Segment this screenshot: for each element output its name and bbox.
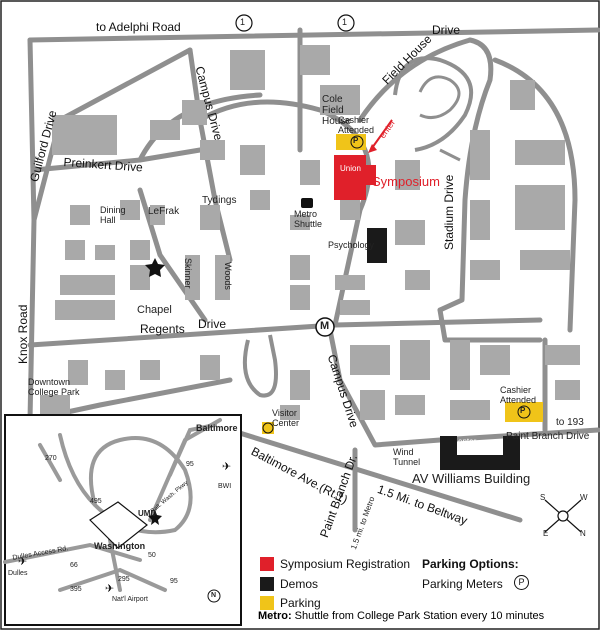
- compass-w: W: [580, 493, 588, 502]
- label-dining-hall: Dining Hall: [100, 205, 126, 225]
- label-paint-branch-drive: Paint Branch Drive: [506, 431, 590, 442]
- regents-drive: [27, 317, 543, 348]
- metro-m-label: M: [320, 320, 330, 332]
- label-av-williams: AV Williams Building: [412, 471, 531, 486]
- legend-swatch-parking: [260, 596, 274, 610]
- metro-note: Metro: Shuttle from College Park Station…: [258, 610, 544, 622]
- inset-baltimore: Baltimore: [196, 423, 238, 433]
- inset-route-495: 495: [90, 498, 102, 505]
- inset-bwi: BWI: [218, 483, 232, 490]
- inset-route-50: 50: [148, 552, 156, 559]
- inset-route-95: 95: [170, 578, 178, 585]
- compass-n: N: [580, 529, 586, 538]
- parking-symbol: [262, 422, 274, 434]
- chapel-star-icon: [145, 258, 165, 277]
- adelphi-road: [27, 27, 600, 43]
- label-tydings: Tydings: [202, 195, 237, 206]
- label-downtown: Downtown College Park: [28, 377, 80, 397]
- parking-symbol-label: P: [520, 406, 526, 415]
- label-knox: Knox Road: [16, 304, 30, 364]
- label-metro-shuttle: Metro Shuttle: [294, 209, 323, 229]
- label-psychology: Psychology: [328, 240, 375, 250]
- legend-swatch-demos: [260, 577, 274, 591]
- inset-washington: Washington: [94, 541, 146, 551]
- inset-route-95: 95: [186, 461, 194, 468]
- parking-symbol-label: P: [353, 136, 359, 145]
- route1-shield: [337, 14, 355, 32]
- label-to-193: to 193: [556, 417, 584, 428]
- label-cole-field-house: Cole Field House: [322, 94, 351, 127]
- inset-route-270: 270: [45, 455, 57, 462]
- label-stadium: Stadium Drive: [442, 174, 456, 250]
- baltimore-ave: [227, 427, 523, 523]
- psychology-building: [367, 228, 387, 263]
- chapel-loop: [242, 334, 278, 398]
- inset-route-395: 395: [70, 586, 82, 593]
- svg-text:✈: ✈: [105, 582, 114, 595]
- parking-meter-icon: P: [514, 575, 529, 590]
- label-regents-drive: Drive: [198, 317, 227, 331]
- field-house-drive: [357, 37, 473, 123]
- label-cashier-1: Cashier Attended: [338, 115, 375, 135]
- inset-umd: UMD: [138, 509, 157, 518]
- label-cashier-2: Cashier Attended: [500, 385, 537, 405]
- label-enter-2: enter: [458, 437, 477, 446]
- svg-text:✈: ✈: [222, 460, 231, 473]
- legend-parking: Parking: [280, 596, 321, 610]
- parking-symbol: [350, 135, 364, 149]
- route1-shield: [235, 14, 253, 32]
- north-arrow-icon: [207, 589, 221, 603]
- campus-buildings: [40, 45, 580, 420]
- legend-swatch-registration: [260, 557, 274, 571]
- metro-circle: [315, 317, 335, 337]
- label-union: Union: [340, 164, 361, 173]
- legend-demos: Demos: [280, 577, 319, 591]
- legend-parking-options: Parking Options:: [422, 557, 519, 571]
- label-woods: Woods: [223, 262, 233, 290]
- east-road: [492, 57, 578, 333]
- legend: Symposium Registration Demos Parking Par…: [258, 553, 598, 628]
- inset-route-66: 66: [70, 562, 78, 569]
- label-symposium: Symposium: [372, 174, 440, 189]
- label-wind-tunnel: Wind Tunnel: [393, 447, 421, 467]
- compass-s: S: [540, 493, 546, 502]
- label-visitor-center: Visitor Center: [272, 408, 300, 428]
- union-building: [334, 155, 366, 200]
- inset-map: ✈ ✈ ✈: [3, 414, 242, 626]
- label-skinner: Skinner: [183, 258, 193, 289]
- stadium-drive-outer: [437, 37, 494, 313]
- metro-text: Shuttle from College Park Station every …: [294, 610, 545, 622]
- legend-parking-meters: Parking Meters: [422, 577, 503, 591]
- union-spur: [439, 148, 461, 162]
- enter-arrowhead: [368, 144, 377, 153]
- label-drive-top: Drive: [432, 23, 461, 37]
- shuttle-bus-icon: [301, 198, 313, 208]
- parking-symbol: [517, 405, 531, 419]
- label-chapel: Chapel: [137, 304, 172, 316]
- metro-label: Metro:: [258, 610, 292, 622]
- label-lefrak: LeFrak: [148, 206, 180, 217]
- route1-label: 1: [342, 17, 348, 27]
- label-adelphi: to Adelphi Road: [96, 20, 181, 34]
- inset-route-295: 295: [118, 576, 130, 583]
- campus-drive-south: [327, 327, 600, 448]
- legend-registration: Symposium Registration: [280, 557, 411, 571]
- stadium-inner: [418, 75, 461, 120]
- union-wing: [366, 165, 376, 185]
- compass-e: E: [543, 529, 549, 538]
- inset-natl-airport: Nat'l Airport: [112, 596, 148, 603]
- stadium-track: [393, 56, 474, 152]
- inset-north-label: N: [211, 592, 217, 599]
- av-williams-building: [440, 436, 520, 470]
- label-regents: Regents: [140, 322, 185, 336]
- inset-dulles: Dulles: [8, 570, 28, 577]
- compass-icon: [544, 499, 582, 533]
- enter-arrow-line: [371, 119, 393, 149]
- route1-label: 1: [240, 17, 246, 27]
- svg-text:✈: ✈: [18, 555, 27, 568]
